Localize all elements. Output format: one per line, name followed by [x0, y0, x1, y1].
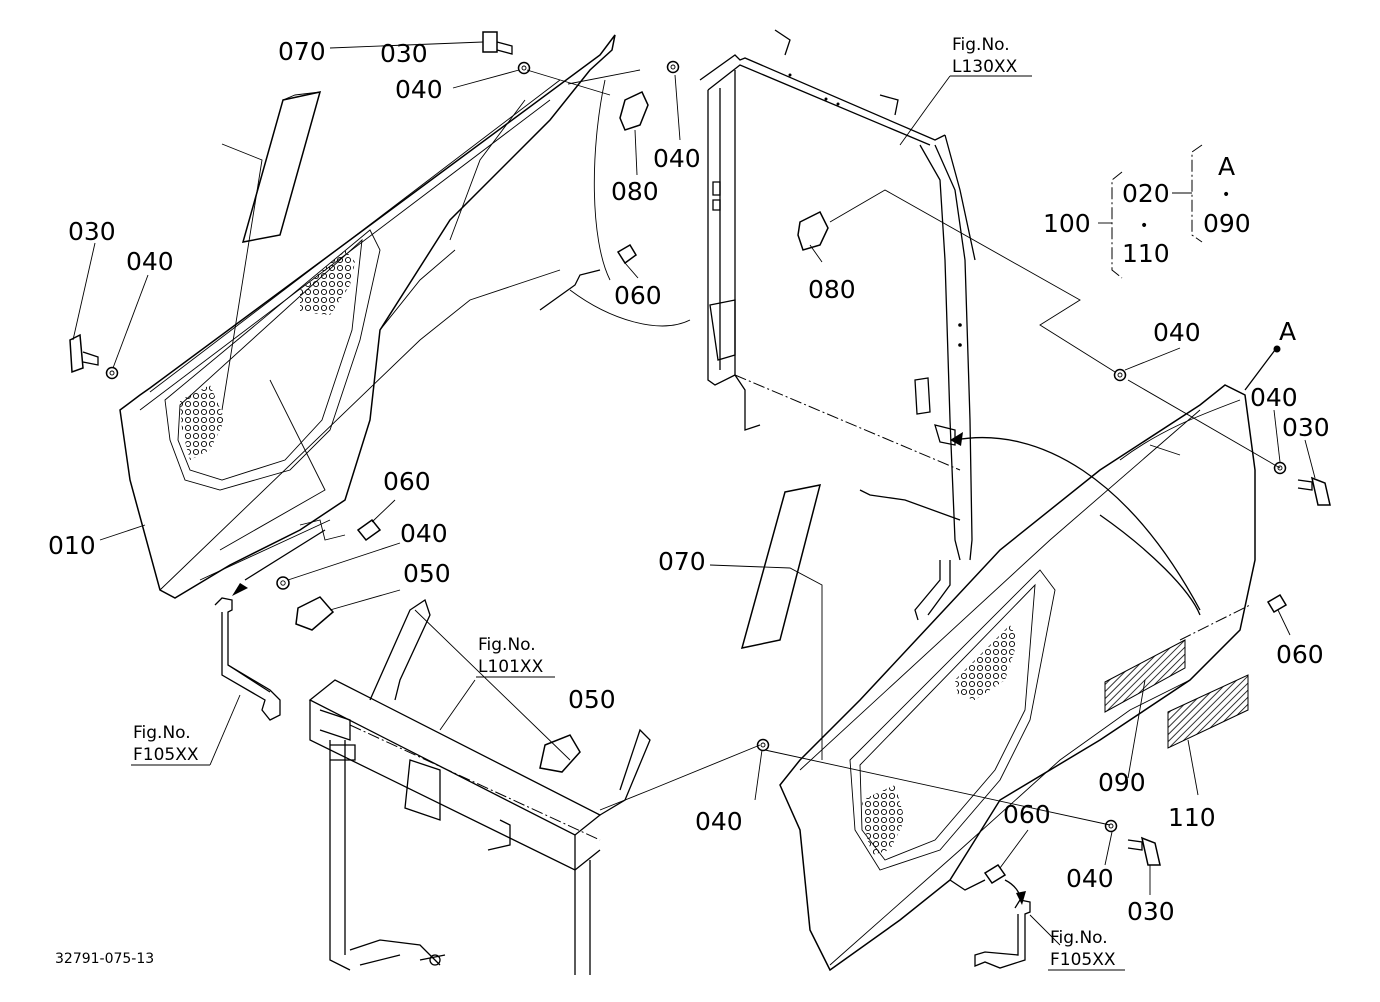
- label-040-upper: 040: [653, 144, 701, 173]
- kit-dot-2: •: [1222, 187, 1230, 203]
- label-040-top: 040: [395, 75, 443, 104]
- leader-lines: [72, 41, 1316, 946]
- label-040-right-upper: 040: [1153, 318, 1201, 347]
- kit-group-callout: 100 020 • 110 A • 090: [1043, 144, 1251, 279]
- ref-f105-left-code: F105XX: [133, 745, 199, 765]
- label-080-mid: 080: [808, 275, 856, 304]
- label-070-mid: 070: [658, 547, 706, 576]
- label-060-left: 060: [383, 467, 431, 496]
- label-030-lower-right: 030: [1127, 897, 1175, 926]
- label-040-lower-right: 040: [1066, 864, 1114, 893]
- label-060-right: 060: [1276, 640, 1324, 669]
- label-010: 010: [48, 531, 96, 560]
- kit-subref-a: A: [1218, 152, 1235, 181]
- ref-f105-right-fig: Fig.No.: [1050, 928, 1108, 948]
- label-030-far-right: 030: [1282, 413, 1330, 442]
- label-090: 090: [1098, 768, 1146, 797]
- left-mount-bracket: [214, 597, 281, 721]
- ref-l101-fig: Fig.No.: [478, 635, 536, 655]
- label-070-top: 070: [278, 37, 326, 66]
- label-080-top: 080: [611, 177, 659, 206]
- label-030-top: 030: [380, 39, 428, 68]
- label-060-lower-right: 060: [1003, 800, 1051, 829]
- upper-panel-sheet: [449, 79, 691, 327]
- left-side-cover: [119, 34, 616, 599]
- label-030-left: 030: [68, 217, 116, 246]
- figure-references: Fig.No. L130XX Fig.No. L101XX Fig.No. F1…: [131, 35, 1125, 971]
- ref-l101-code: L101XX: [478, 657, 544, 677]
- label-040-left: 040: [126, 247, 174, 276]
- ref-f105-left-fig: Fig.No.: [133, 723, 191, 743]
- kit-item-020: 020: [1122, 179, 1170, 208]
- drawing-number: 32791-075-13: [55, 951, 154, 967]
- ref-l130-fig: Fig.No.: [952, 35, 1010, 55]
- label-040-center-low: 040: [695, 807, 743, 836]
- kit-item-090: 090: [1203, 209, 1251, 238]
- center-frame: [699, 29, 976, 621]
- right-mount-bracket: [974, 899, 1031, 969]
- kit-item-110: 110: [1122, 239, 1170, 268]
- kit-dot-1: •: [1140, 218, 1148, 234]
- label-050-left: 050: [403, 559, 451, 588]
- ref-f105-right-code: F105XX: [1050, 950, 1116, 970]
- marker-a: A: [1279, 317, 1296, 346]
- label-050-lower: 050: [568, 685, 616, 714]
- label-040-left-low: 040: [400, 519, 448, 548]
- lower-frame: [308, 598, 651, 975]
- right-side-cover: [779, 384, 1256, 972]
- hardware-parts: [69, 31, 1331, 885]
- label-110: 110: [1168, 803, 1216, 832]
- kit-group-number: 100: [1043, 209, 1091, 238]
- ref-l130-code: L130XX: [952, 57, 1018, 77]
- label-060-top: 060: [614, 281, 662, 310]
- part-labels: 070 030 040 030 040 040 080 080 060 010 …: [48, 37, 1330, 926]
- label-040-far-right: 040: [1250, 383, 1298, 412]
